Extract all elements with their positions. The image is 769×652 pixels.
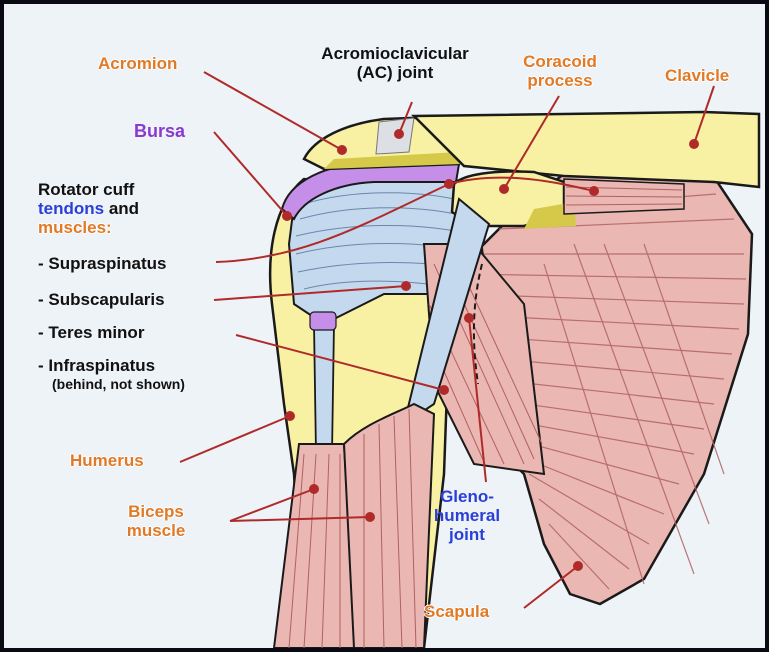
label-infraspinatus: - Infraspinatus (38, 356, 155, 375)
label-rotator-cuff: Rotator cuff tendons and muscles: (38, 180, 139, 237)
leader-acromion (204, 72, 342, 150)
leader-humerus (180, 416, 290, 462)
label-bursa: Bursa (134, 121, 185, 141)
label-acromion: Acromion (98, 54, 177, 73)
biceps-muscle-short (344, 404, 434, 648)
label-supraspinatus: - Supraspinatus (38, 254, 166, 273)
label-biceps: Biceps muscle (108, 502, 204, 540)
label-gleno-line1: Gleno- (422, 487, 512, 506)
label-rotator-line2: tendons and (38, 199, 139, 218)
label-teres-minor: - Teres minor (38, 323, 144, 342)
label-ac-joint-line1: Acromioclavicular (290, 44, 500, 63)
label-rotator-muscles: muscles: (38, 218, 139, 237)
label-rotator-line1: Rotator cuff (38, 180, 139, 199)
label-glenohumeral: Gleno- humeral joint (422, 487, 512, 544)
label-infraspinatus-note: (behind, not shown) (52, 377, 185, 393)
label-coracoid-line2: process (514, 71, 606, 90)
label-humerus: Humerus (70, 451, 144, 470)
label-subscapularis: - Subscapularis (38, 290, 165, 309)
label-biceps-line2: muscle (108, 521, 204, 540)
label-scapula: Scapula (424, 602, 489, 621)
label-coracoid: Coracoid process (514, 52, 606, 90)
label-rotator-and: and (104, 199, 139, 218)
label-biceps-line1: Biceps (108, 502, 204, 521)
leader-bursa (214, 132, 287, 216)
tendon-sheath (310, 312, 336, 330)
label-ac-joint-line2: (AC) joint (290, 63, 500, 82)
label-coracoid-line1: Coracoid (514, 52, 606, 71)
label-clavicle: Clavicle (665, 66, 729, 85)
label-gleno-line2: humeral (422, 506, 512, 525)
label-gleno-line3: joint (422, 525, 512, 544)
clavicle-bone (414, 112, 759, 187)
label-rotator-tendons: tendons (38, 199, 104, 218)
label-ac-joint: Acromioclavicular (AC) joint (290, 44, 500, 82)
biceps-short-tendon (314, 324, 334, 454)
